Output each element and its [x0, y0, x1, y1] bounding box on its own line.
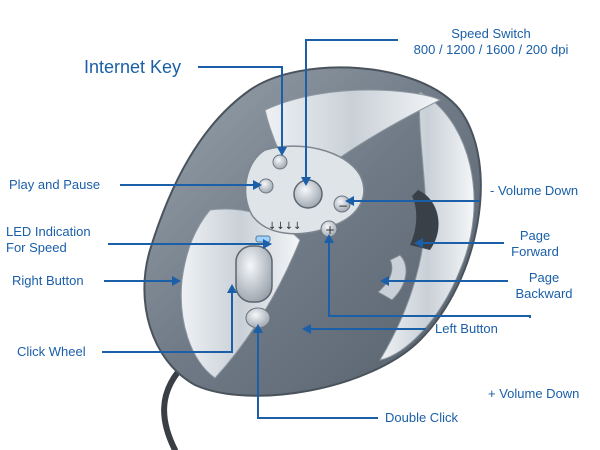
speed-switch-button [293, 179, 323, 209]
label-left-button: Left Button [435, 321, 498, 336]
label-right-button: Right Button [12, 273, 84, 288]
callout-speed-switch [305, 39, 398, 180]
label-double-click: Double Click [385, 410, 458, 425]
plus-mark: + [325, 223, 335, 237]
control-strip [244, 145, 365, 238]
label-led-line2: For Speed [6, 240, 67, 255]
label-led-indication: LED Indication For Speed [6, 224, 91, 256]
label-page-backward: Page Backward [508, 270, 580, 302]
callout-click-wheel [102, 290, 233, 353]
label-page-backward-line2: Backward [515, 286, 573, 301]
label-volume-down-minus: - Volume Down [490, 183, 579, 198]
callout-internet-key [198, 66, 283, 150]
label-led-line1: LED Indication [6, 224, 91, 239]
callout-double-click [257, 330, 378, 419]
callout-volume-down-plus [328, 240, 531, 318]
label-page-backward-line1: Page [528, 270, 560, 285]
callout-lines [102, 39, 531, 419]
internet-key-button [272, 154, 288, 170]
volume-down-minus-button [333, 195, 351, 213]
led-arrows-mark: ↓↓↓↓ [268, 221, 302, 232]
label-speed-switch-values: 800 / 1200 / 1600 / 200 dpi [413, 42, 569, 57]
play-pause-button [258, 178, 274, 194]
mouse-cable [161, 369, 181, 450]
click-wheel [235, 245, 273, 303]
minus-mark: − [338, 199, 348, 213]
label-volume-down-plus: + Volume Down [488, 386, 580, 401]
label-internet-key: Internet Key [84, 57, 182, 77]
label-play-pause: Play and Pause [9, 177, 101, 192]
label-page-forward: Page Forward [505, 228, 565, 260]
label-page-forward-line2: Forward [511, 244, 559, 259]
label-speed-switch-title: Speed Switch [451, 26, 531, 41]
label-speed-switch: Speed Switch 800 / 1200 / 1600 / 200 dpi [400, 26, 582, 58]
label-page-forward-line1: Page [519, 228, 551, 243]
label-click-wheel: Click Wheel [17, 344, 86, 359]
callout-arrowheads [172, 147, 423, 334]
